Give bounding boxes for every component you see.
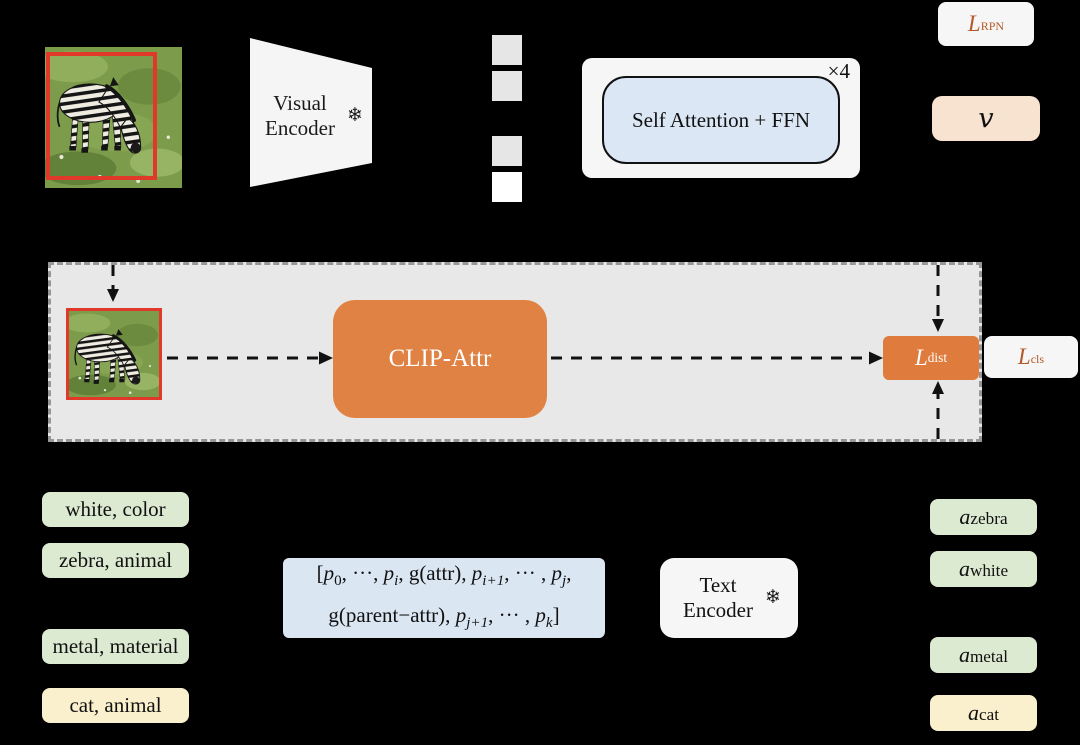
token-square bbox=[492, 71, 522, 101]
text-encoder-label-line1: Text bbox=[699, 573, 737, 597]
embedding-symbol: a bbox=[959, 504, 971, 529]
loss-rpn-subscript: RPN bbox=[980, 18, 1005, 33]
visual-encoder-label-line2: Encoder bbox=[265, 116, 335, 140]
embedding-subscript: cat bbox=[979, 705, 999, 724]
cropped-region-image bbox=[66, 308, 162, 400]
formula-line-1: [p0, ···, pi, g(attr), pi+1, ··· , pj, bbox=[316, 560, 572, 589]
embedding-subscript: metal bbox=[969, 647, 1009, 666]
arrowhead-up bbox=[932, 381, 944, 394]
visual-embedding-symbol: v bbox=[978, 103, 994, 134]
arrowhead-down bbox=[932, 319, 944, 332]
token-square-highlight bbox=[492, 172, 522, 202]
attribute-badge-metal-material: metal, material bbox=[42, 629, 189, 664]
embedding-symbol: a bbox=[968, 700, 979, 725]
token-square bbox=[492, 136, 522, 166]
input-image bbox=[45, 47, 182, 188]
frozen-snowflake-icon: ❄ bbox=[347, 104, 363, 126]
zebra-crop-illustration bbox=[69, 311, 159, 397]
attribute-badge-label: metal, material bbox=[52, 634, 179, 658]
text-encoder: Text Encoder ❄ bbox=[660, 558, 798, 638]
embedding-subscript: zebra bbox=[970, 509, 1008, 528]
formula-line-2: g(parent−attr), pj+1, ··· , pk] bbox=[328, 603, 560, 632]
clip-attr-box: CLIP-Attr bbox=[333, 300, 547, 418]
attribute-badge-label: zebra, animal bbox=[58, 548, 173, 572]
arrowhead-down bbox=[107, 289, 119, 302]
loss-cls-symbol: L bbox=[1017, 344, 1031, 369]
arrowhead-right bbox=[319, 351, 333, 365]
arrowhead-right bbox=[869, 351, 883, 365]
attribute-badge-label: white, color bbox=[65, 497, 166, 521]
loss-cls-subscript: cls bbox=[1030, 351, 1045, 366]
attribute-badge-zebra-animal: zebra, animal bbox=[42, 543, 189, 578]
clip-attr-label: CLIP-Attr bbox=[388, 345, 492, 372]
loss-rpn-symbol: L bbox=[967, 11, 981, 36]
self-attention-ffn-box: Self Attention + FFN bbox=[602, 76, 840, 164]
dashed-arrows-layer bbox=[107, 265, 944, 439]
self-attention-ffn-label: Self Attention + FFN bbox=[631, 107, 811, 132]
repeat-count-label: ×4 bbox=[827, 59, 850, 83]
loss-dist-subscript: dist bbox=[927, 350, 948, 365]
token-square bbox=[492, 35, 522, 65]
text-encoder-label-line2: Encoder bbox=[683, 598, 753, 622]
visual-encoder-trapezoid bbox=[250, 38, 372, 187]
frozen-snowflake-icon: ❄ bbox=[765, 586, 781, 608]
visual-embedding-badge: v bbox=[932, 96, 1040, 141]
detection-bbox bbox=[46, 52, 157, 180]
embedding-symbol: a bbox=[958, 556, 970, 581]
attribute-badge-label: cat, animal bbox=[69, 693, 162, 717]
attribute-badge-cat-animal: cat, animal bbox=[42, 688, 189, 723]
embedding-subscript: white bbox=[969, 561, 1009, 580]
transformer-block: ×4 Self Attention + FFN bbox=[582, 58, 860, 178]
embedding-symbol: a bbox=[958, 642, 970, 667]
visual-encoder-label-line1: Visual bbox=[273, 91, 327, 115]
attribute-badge-white-color: white, color bbox=[42, 492, 189, 527]
visual-encoder: Visual Encoder ❄ bbox=[250, 36, 374, 189]
prompt-formula-box: [p0, ···, pi, g(attr), pi+1, ··· , pj, g… bbox=[283, 558, 605, 638]
loss-dist-symbol: L bbox=[914, 345, 928, 370]
